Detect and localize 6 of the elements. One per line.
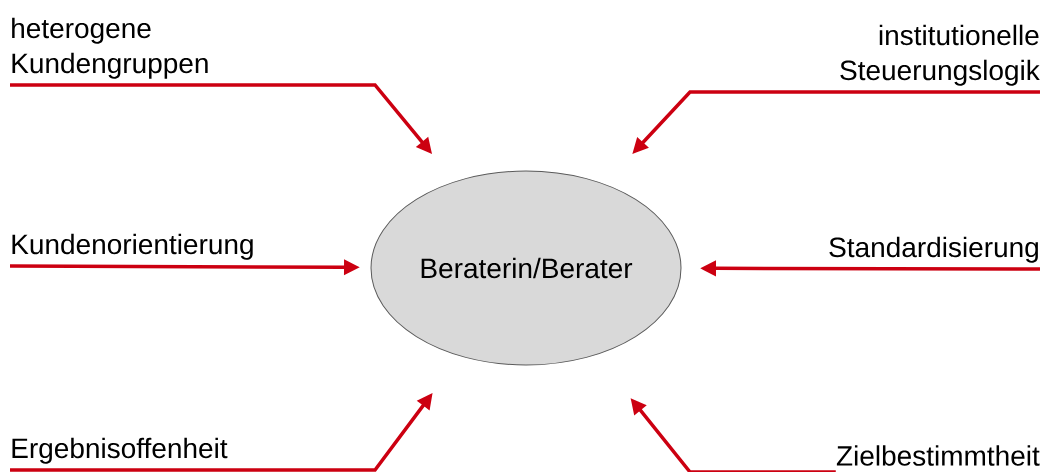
factor-label: Standardisierung	[829, 236, 1038, 263]
factor-label: heterogene Kundengruppen	[12, 17, 208, 79]
factor-label: Zielbestimmtheit	[836, 445, 1040, 466]
factor-label: Ergebnisoffenheit	[12, 437, 228, 464]
factor-label: Kundenorientierung	[12, 233, 253, 260]
factor-label: institutionelle Steuerungslogik	[840, 24, 1040, 86]
